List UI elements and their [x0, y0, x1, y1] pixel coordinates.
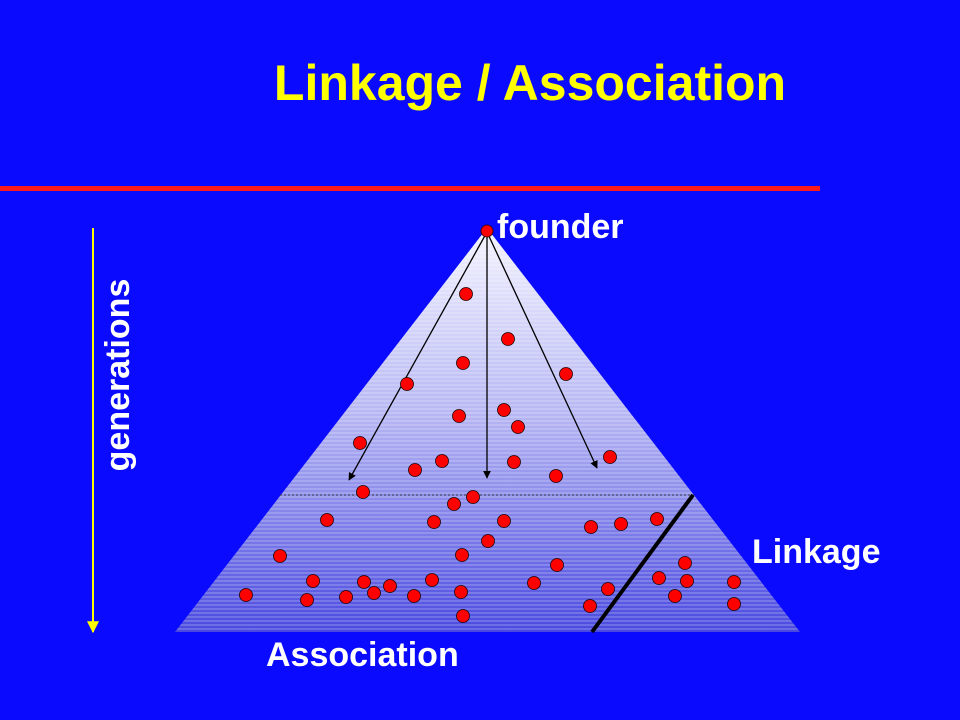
individual-dot — [680, 574, 694, 588]
individual-dot — [727, 575, 741, 589]
individual-dot — [456, 356, 470, 370]
individual-dot — [447, 497, 461, 511]
individual-dot — [583, 599, 597, 613]
individual-dot — [455, 548, 469, 562]
individual-dot — [356, 485, 370, 499]
individual-dot — [353, 436, 367, 450]
individual-dot — [306, 574, 320, 588]
founder-label: founder — [497, 208, 624, 246]
individual-dot — [559, 367, 573, 381]
individual-dot — [456, 609, 470, 623]
individual-dot — [452, 409, 466, 423]
individual-dot — [678, 556, 692, 570]
generations-label: generations — [99, 278, 137, 472]
individual-dot — [407, 589, 421, 603]
individual-dot — [668, 589, 682, 603]
individual-dot — [357, 575, 371, 589]
individual-dot — [427, 515, 441, 529]
individual-dot — [511, 420, 525, 434]
individual-dot — [727, 597, 741, 611]
individual-dot — [527, 576, 541, 590]
individual-dot — [400, 377, 414, 391]
individual-dot — [239, 588, 253, 602]
individual-dot — [650, 512, 664, 526]
individual-dot — [320, 513, 334, 527]
individual-dot — [584, 520, 598, 534]
individual-dot — [501, 332, 515, 346]
descent-arrow-right — [486, 231, 598, 469]
individual-dot — [614, 517, 628, 531]
individual-dot — [549, 469, 563, 483]
individual-dot — [652, 571, 666, 585]
individual-dot — [459, 287, 473, 301]
individual-dot — [339, 590, 353, 604]
individual-dot — [300, 593, 314, 607]
individual-dot — [367, 586, 381, 600]
founder-dot — [480, 224, 494, 238]
slide-title: Linkage / Association — [273, 55, 787, 111]
individual-dot — [603, 450, 617, 464]
descent-arrow-left — [348, 231, 488, 481]
individual-dot — [408, 463, 422, 477]
association-label: Association — [266, 636, 459, 674]
individual-dot — [435, 454, 449, 468]
individual-dot — [273, 549, 287, 563]
linkage-boundary-line — [590, 493, 695, 634]
individual-dot — [497, 403, 511, 417]
individual-dot — [454, 585, 468, 599]
individual-dot — [550, 558, 564, 572]
individual-dot — [466, 490, 480, 504]
individual-dot — [383, 579, 397, 593]
individual-dot — [601, 582, 615, 596]
individual-dot — [507, 455, 521, 469]
individual-dots — [239, 224, 741, 623]
individual-dot — [481, 534, 495, 548]
linkage-label: Linkage — [752, 533, 881, 571]
individual-dot — [425, 573, 439, 587]
individual-dot — [497, 514, 511, 528]
title-underline — [0, 186, 820, 191]
